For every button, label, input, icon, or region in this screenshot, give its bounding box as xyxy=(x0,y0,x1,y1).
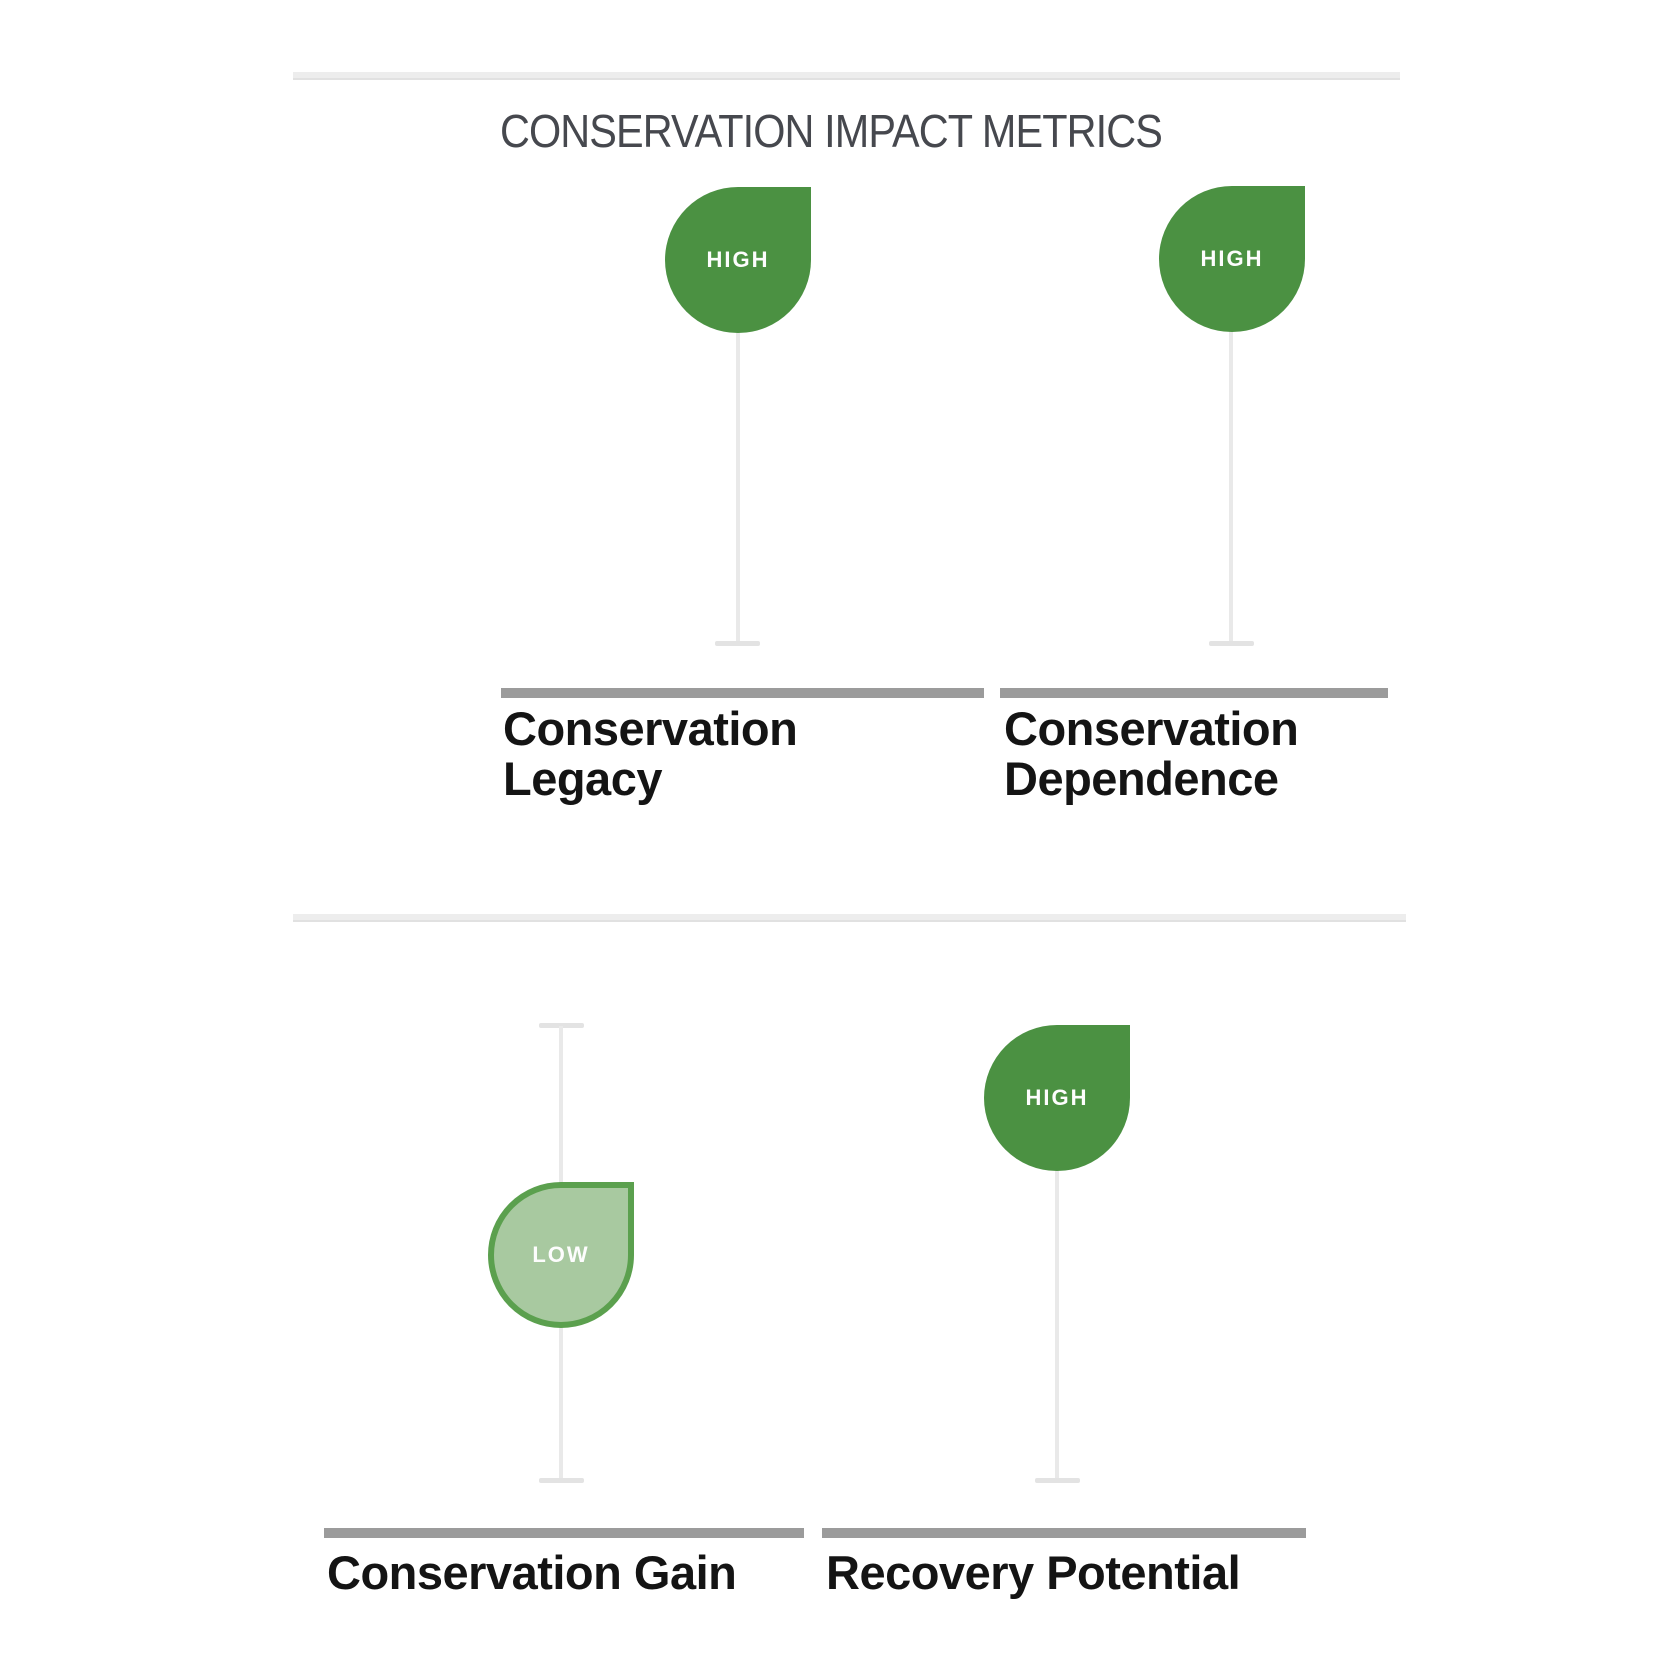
axis-bar xyxy=(822,1528,1306,1538)
gauge-conservation-gain: LOW Conservation Gain xyxy=(300,1000,820,1660)
track-end-tick xyxy=(1035,1478,1080,1483)
section-title: CONSERVATION IMPACT METRICS xyxy=(500,105,1163,157)
leaf-drop-marker-icon: HIGH xyxy=(665,187,811,333)
leaf-drop-marker-icon: HIGH xyxy=(984,1025,1130,1171)
track-end-tick xyxy=(715,641,760,646)
gauge-track xyxy=(736,330,740,643)
gauge-conservation-dependence: HIGH Conservation Dependence xyxy=(950,180,1510,840)
top-divider xyxy=(293,72,1400,80)
gauge-label: Conservation Dependence xyxy=(1004,702,1299,806)
gauge-label: Conservation Legacy xyxy=(503,702,798,806)
track-end-tick xyxy=(539,1478,584,1483)
middle-divider xyxy=(293,914,1406,922)
marker-value-label: HIGH xyxy=(1200,246,1264,271)
gauge-label: Conservation Gain xyxy=(327,1546,737,1599)
axis-bar xyxy=(324,1528,804,1538)
marker-value-label: HIGH xyxy=(1025,1085,1089,1110)
gauge-conservation-legacy: HIGH Conservation Legacy xyxy=(460,180,1020,840)
gauge-track xyxy=(1055,1170,1059,1480)
gauge-recovery-potential: HIGH Recovery Potential xyxy=(800,1000,1360,1660)
track-end-tick xyxy=(1209,641,1254,646)
axis-bar xyxy=(501,688,984,698)
track-start-tick xyxy=(539,1023,584,1028)
leaf-drop-marker-icon: HIGH xyxy=(1159,186,1305,332)
marker-value-label: HIGH xyxy=(706,247,770,272)
gauge-label: Recovery Potential xyxy=(826,1546,1241,1599)
axis-bar xyxy=(1000,688,1388,698)
gauge-track xyxy=(1229,330,1233,643)
leaf-drop-marker-icon: LOW xyxy=(488,1182,634,1328)
marker-value-label: LOW xyxy=(532,1242,590,1267)
